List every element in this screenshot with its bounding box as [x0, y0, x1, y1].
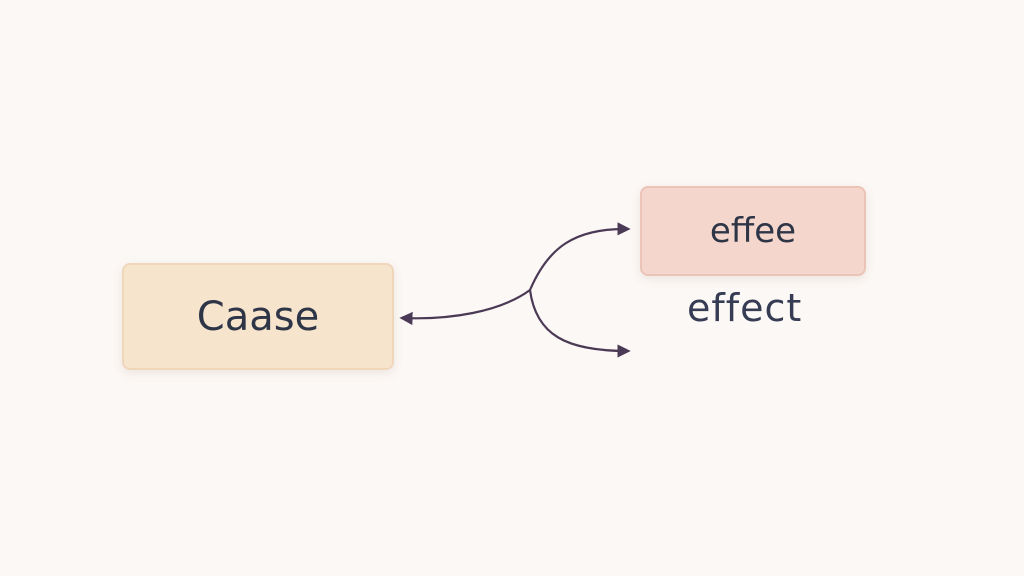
cause-node[interactable]: Caase — [122, 263, 394, 370]
effect-node-top-label: effee — [709, 211, 797, 251]
connector-to-effect-bottom — [528, 289, 631, 358]
cause-node-label: Caase — [196, 293, 320, 340]
connector-to-cause — [399, 289, 531, 326]
effect-node-top[interactable]: effee — [640, 186, 866, 276]
connector-to-effect-top — [528, 222, 631, 291]
effect-label-bottom: effect — [687, 286, 803, 330]
